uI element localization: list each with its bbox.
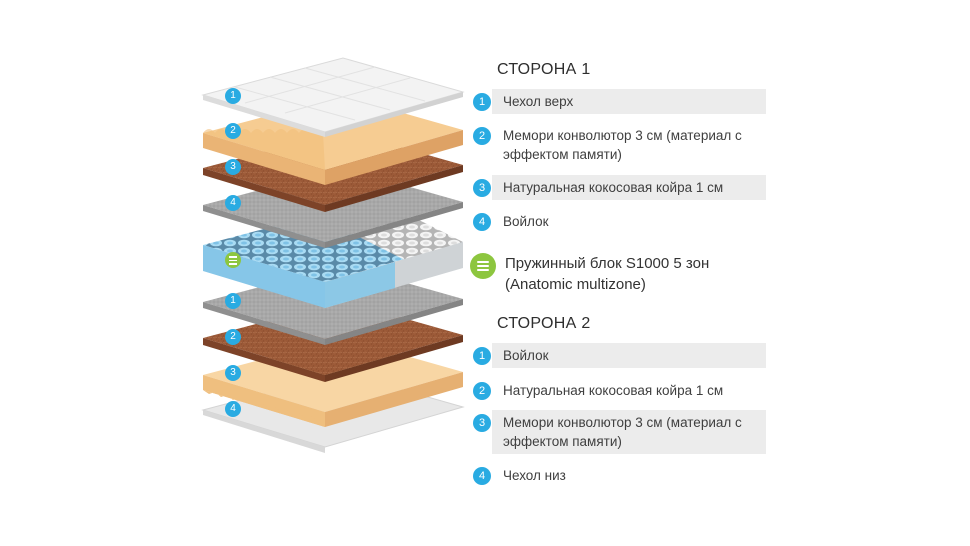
- layers-legend: СТОРОНА 1 1 Чехол верх 2 Мемори конволют…: [470, 0, 770, 546]
- side-1-item-4: 4 Войлок: [470, 209, 766, 234]
- mattress-layers-drawing: [201, 57, 465, 453]
- row-shade: [492, 175, 766, 200]
- side-2-item-3: 3 Мемори конволютор 3 см (материал с эфф…: [470, 410, 766, 454]
- number-badge: 2: [473, 127, 491, 145]
- side-2-item-4: 4 Чехол низ: [470, 464, 766, 489]
- side-1-item-3: 3 Натуральная кокосовая койра 1 см: [470, 175, 766, 200]
- side-1-title: СТОРОНА 1: [497, 61, 591, 78]
- illustration-badge-top-1: 1: [225, 88, 241, 104]
- side-2-item-1: 1 Войлок: [470, 343, 766, 368]
- row-shade: [492, 343, 766, 368]
- layer-label: Мемори конволютор 3 см (материал с эффек…: [503, 415, 742, 449]
- layer-label: Чехол низ: [503, 468, 566, 483]
- layer-label: Чехол верх: [503, 94, 574, 109]
- row-shade: [492, 89, 766, 114]
- spring-block-icon: [470, 253, 496, 279]
- spring-block-item: Пружинный блок S1000 5 зон (Anatomic mul…: [470, 253, 766, 299]
- illustration-badge-bottom-4: 4: [225, 401, 241, 417]
- number-badge: 1: [473, 347, 491, 365]
- side-2-title: СТОРОНА 2: [497, 315, 591, 332]
- number-badge: 4: [473, 467, 491, 485]
- side-1-item-1: 1 Чехол верх: [470, 89, 766, 114]
- layer-label: Натуральная кокосовая койра 1 см: [503, 383, 724, 398]
- row-shade: [492, 410, 766, 454]
- illustration-badge-top-4: 4: [225, 195, 241, 211]
- layer-label: Войлок: [503, 214, 549, 229]
- spring-block-label: Пружинный блок S1000 5 зон (Anatomic mul…: [505, 255, 710, 293]
- number-badge: 3: [473, 414, 491, 432]
- illustration-badge-top-3: 3: [225, 159, 241, 175]
- mattress-layers-illustration: 1 2 3 4 1 2 3 4: [195, 55, 475, 505]
- illustration-badge-bottom-2: 2: [225, 329, 241, 345]
- illustration-badge-bottom-1: 1: [225, 293, 241, 309]
- layer-label: Натуральная кокосовая койра 1 см: [503, 180, 724, 195]
- illustration-badge-top-2: 2: [225, 123, 241, 139]
- number-badge: 4: [473, 213, 491, 231]
- layer-label: Мемори конволютор 3 см (материал с эффек…: [503, 128, 742, 162]
- side-2-item-2: 2 Натуральная кокосовая койра 1 см: [470, 378, 766, 403]
- illustration-badge-bottom-3: 3: [225, 365, 241, 381]
- top-cover-layer: [201, 57, 465, 137]
- number-badge: 1: [473, 93, 491, 111]
- number-badge: 3: [473, 179, 491, 197]
- side-1-item-2: 2 Мемори конволютор 3 см (материал с эфф…: [470, 124, 766, 168]
- number-badge: 2: [473, 382, 491, 400]
- illustration-spring-icon: [225, 252, 241, 268]
- layer-label: Войлок: [503, 348, 549, 363]
